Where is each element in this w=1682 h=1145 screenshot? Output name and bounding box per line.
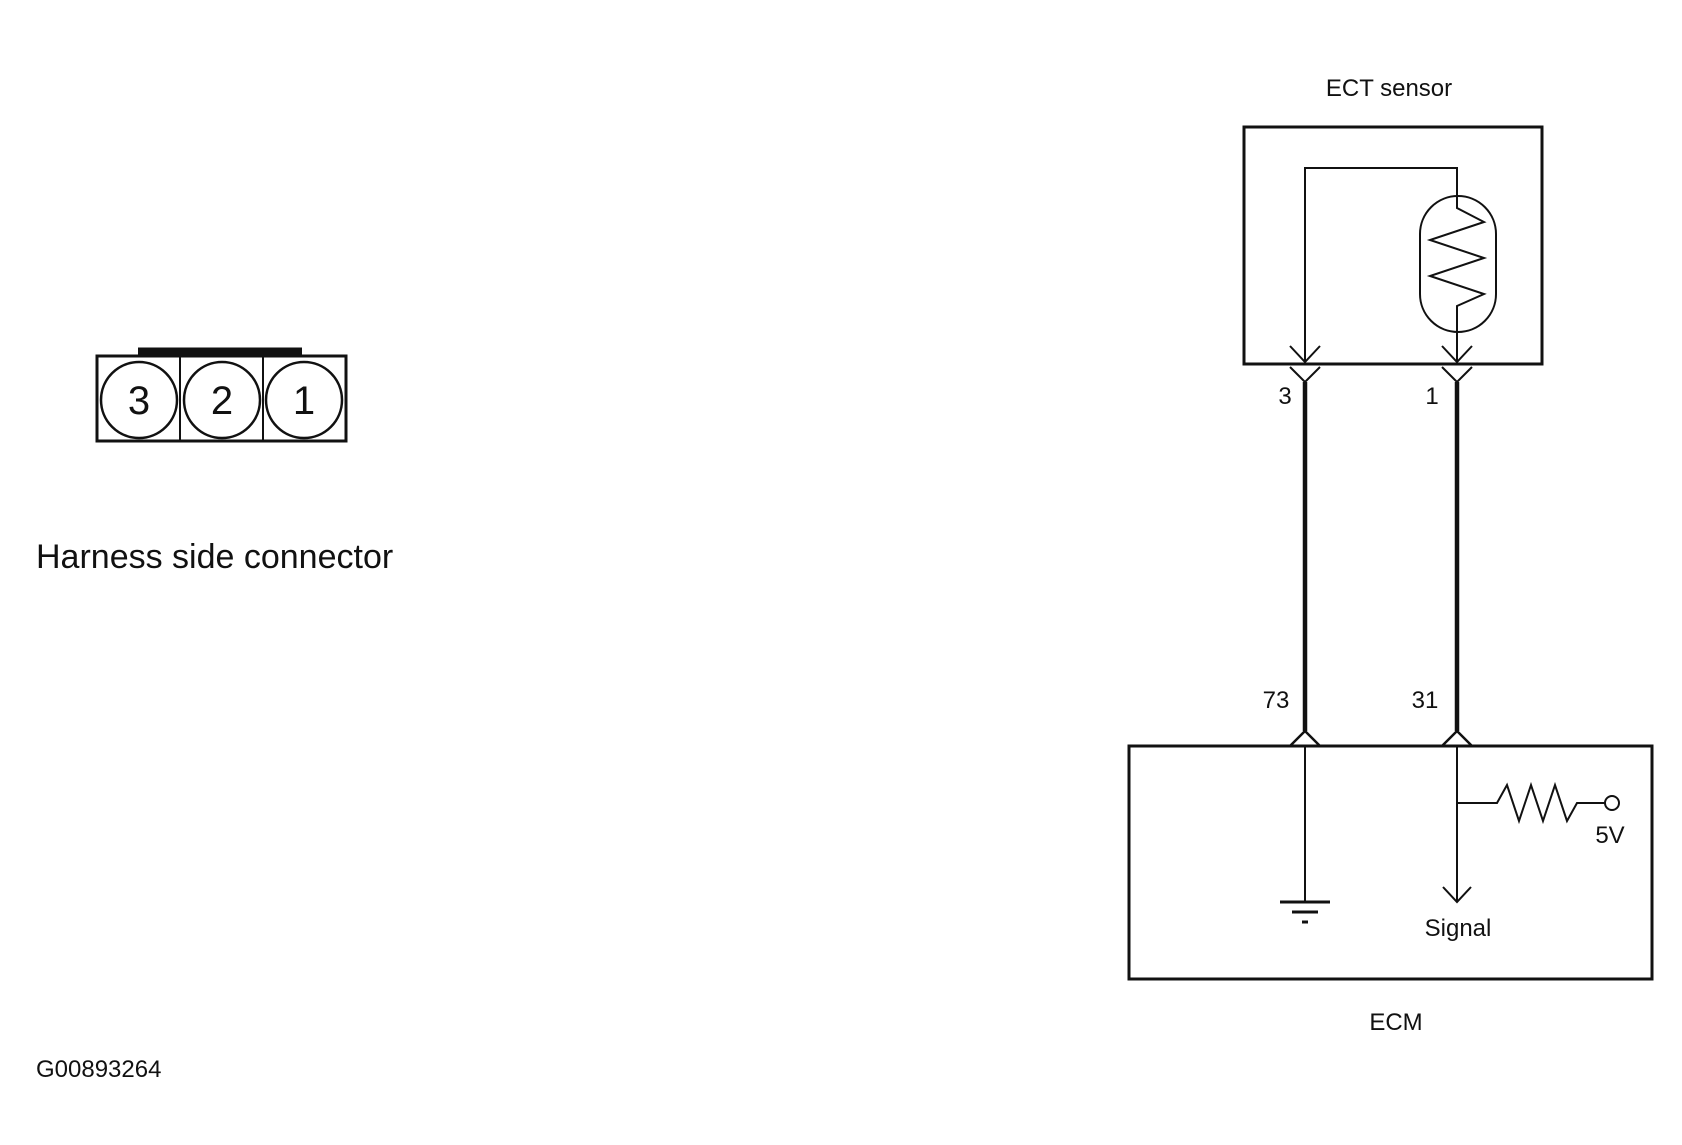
sensor-title: ECT sensor <box>1326 75 1452 102</box>
sensor-pin-1-terminal <box>1441 366 1473 384</box>
ect-sensor-box <box>1242 125 1544 366</box>
ground-icon <box>1280 900 1330 924</box>
signal-arrow-icon <box>1442 886 1472 904</box>
supply-terminal-icon <box>1604 795 1620 811</box>
sensor-terminal-mark <box>1441 345 1473 364</box>
supply-label: 5V <box>1595 822 1624 849</box>
sensor-pin-left-label: 3 <box>1278 383 1291 410</box>
connector-body <box>95 354 348 443</box>
connector-pin-label: 2 <box>211 379 233 423</box>
ecm-pin-left-label: 73 <box>1263 687 1290 714</box>
connector-pin-2: 2 <box>182 360 262 440</box>
figure-id: G00893264 <box>36 1056 161 1083</box>
ecm-pin-73-terminal <box>1289 729 1321 747</box>
sensor-internal-wire <box>1304 167 1458 362</box>
ecm-pin-31-terminal <box>1441 729 1473 747</box>
connector-pin-label: 3 <box>128 379 150 423</box>
ecm-box <box>1127 744 1654 981</box>
harness-connector: 3 2 1 <box>95 347 348 443</box>
connector-pin-label: 1 <box>293 379 315 423</box>
sensor-pin-right-label: 1 <box>1425 383 1438 410</box>
pull-up-resistor <box>1457 781 1605 825</box>
sensor-pin-3-terminal <box>1289 366 1321 384</box>
connector-pin-1: 1 <box>264 360 344 440</box>
ecm-pin-right-label: 31 <box>1412 687 1439 714</box>
ecm-title: ECM <box>1369 1009 1422 1036</box>
connector-pin-3: 3 <box>99 360 179 440</box>
sensor-terminal-mark <box>1289 345 1321 364</box>
connector-caption: Harness side connector <box>36 538 393 576</box>
signal-label: Signal <box>1425 915 1492 942</box>
thermistor-zigzag <box>1426 196 1488 362</box>
